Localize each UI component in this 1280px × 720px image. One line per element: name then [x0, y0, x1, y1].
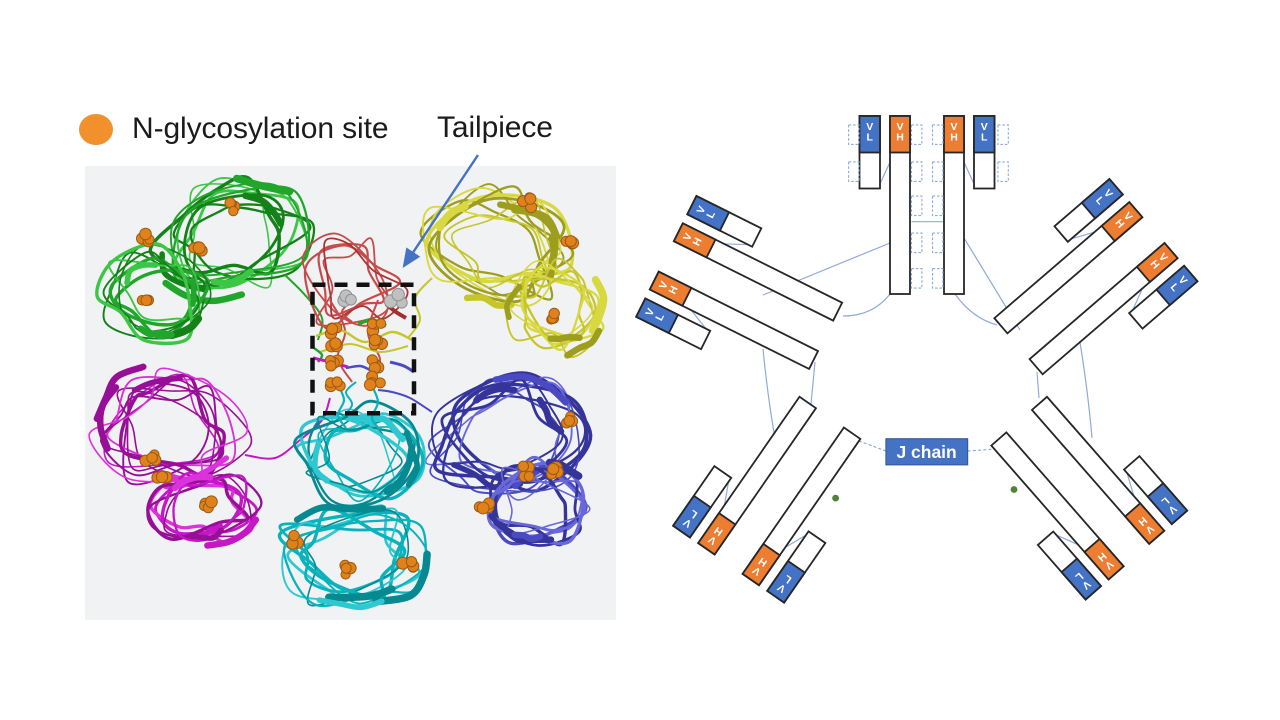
- svg-text:V: V: [981, 121, 988, 133]
- svg-text:V: V: [896, 121, 903, 133]
- svg-text:L: L: [981, 132, 988, 144]
- svg-text:H: H: [950, 132, 958, 144]
- svg-text:J chain: J chain: [896, 442, 956, 462]
- svg-text:V: V: [643, 307, 657, 319]
- svg-text:V: V: [950, 121, 957, 133]
- svg-text:V: V: [866, 121, 873, 133]
- svg-text:H: H: [896, 132, 904, 144]
- svg-text:L: L: [704, 209, 718, 221]
- svg-text:V: V: [681, 231, 695, 243]
- svg-text:V: V: [695, 204, 709, 216]
- svg-text:L: L: [653, 311, 667, 323]
- svg-text:V: V: [657, 280, 671, 292]
- svg-text:L: L: [867, 132, 874, 144]
